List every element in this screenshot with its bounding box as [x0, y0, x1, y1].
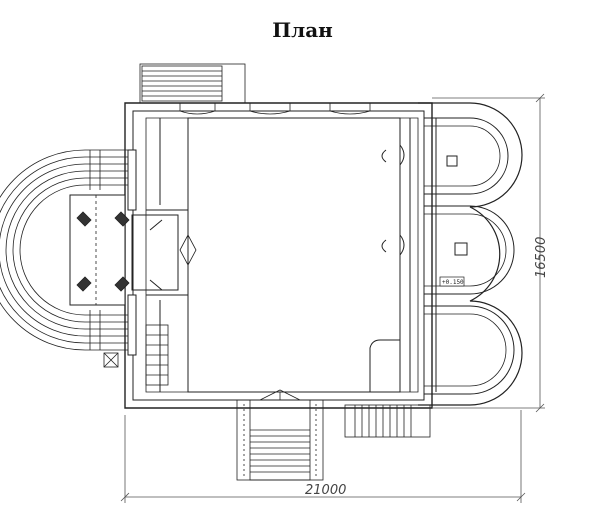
plan-title: План: [272, 18, 333, 42]
east-outer-rim: [418, 102, 523, 406]
northwest-stair: [139, 63, 246, 104]
level-mark-box: [439, 276, 465, 287]
west-vestibule: [127, 149, 197, 356]
southwest-stair: [145, 324, 169, 386]
depth-dimension-label: 16500: [534, 237, 549, 278]
east-apses: [424, 117, 515, 395]
depth-dimension-line: [432, 93, 545, 413]
width-dimension-line: [120, 410, 526, 503]
outer-walls: [124, 102, 433, 409]
southeast-stair: [344, 404, 431, 438]
north-windows: [179, 103, 371, 115]
width-dimension-label: 21000: [305, 483, 346, 498]
south-entry-stair: [236, 389, 324, 481]
interior-walls: [146, 117, 411, 393]
level-mark: +0.150: [442, 279, 464, 286]
west-semicircular-porch: [0, 149, 130, 368]
